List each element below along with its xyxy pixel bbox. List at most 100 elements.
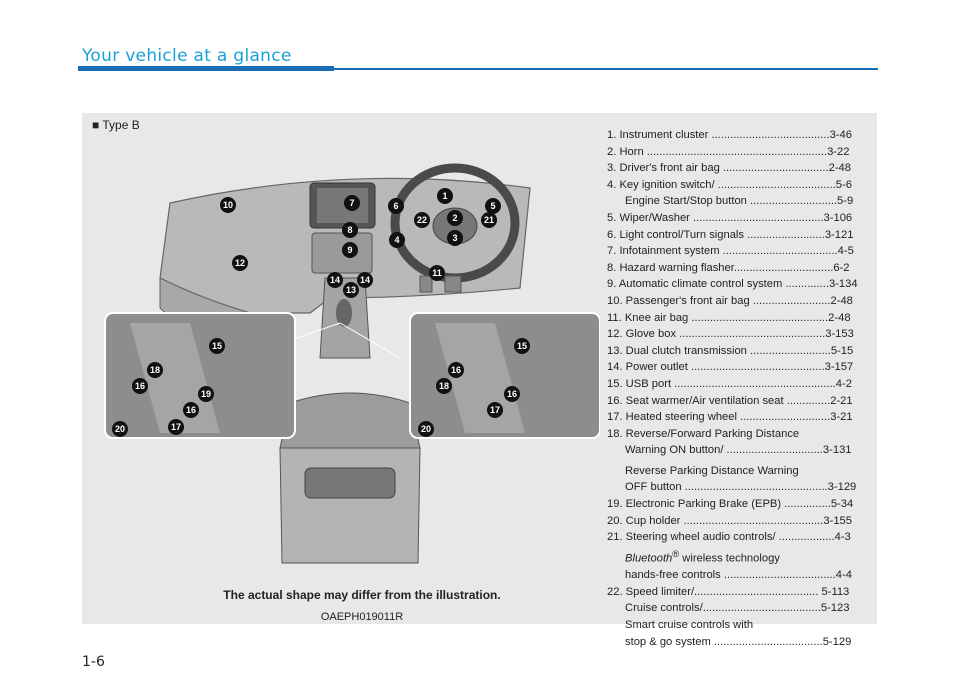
list-item-continuation: hands-free controls ....................… <box>625 569 852 582</box>
callout-2: 2 <box>447 210 463 226</box>
svg-text:20: 20 <box>421 424 431 434</box>
list-item: 7. Infotainment system .................… <box>607 245 854 258</box>
list-item: 2. Horn ................................… <box>607 145 850 158</box>
callout-4: 4 <box>389 232 405 248</box>
callout-5: 5 <box>485 198 501 214</box>
illustration-note: The actual shape may differ from the ill… <box>223 588 501 602</box>
svg-text:11: 11 <box>432 268 442 278</box>
callout-6: 6 <box>388 198 404 214</box>
list-item: 1. Instrument cluster ..................… <box>607 129 852 141</box>
list-item: 22. Speed limiter/......................… <box>607 585 850 598</box>
callout-3: 3 <box>447 230 463 246</box>
svg-text:3: 3 <box>452 233 457 243</box>
list-item: 9. Automatic climate control system ....… <box>607 278 858 291</box>
registered-mark: ® <box>672 548 680 559</box>
svg-text:16: 16 <box>451 365 461 375</box>
svg-text:16: 16 <box>507 389 517 399</box>
list-item-continuation: Cruise controls/........................… <box>625 602 850 615</box>
svg-text:1: 1 <box>442 191 447 201</box>
callout-21: 21 <box>481 212 497 228</box>
callout-16-right-a: 16 <box>448 362 464 378</box>
type-label: ■ Type B <box>92 118 140 132</box>
svg-text:13: 13 <box>346 285 356 295</box>
list-item: 3. Driver's front air bag ..............… <box>607 162 851 175</box>
svg-text:15: 15 <box>212 341 222 351</box>
svg-text:17: 17 <box>171 422 181 432</box>
callout-18-left: 18 <box>147 362 163 378</box>
list-item-continuation: Engine Start/Stop button ...............… <box>625 195 854 208</box>
list-item: 17. Heated steering wheel ..............… <box>607 411 853 424</box>
svg-text:16: 16 <box>135 381 145 391</box>
list-item: 16. Seat warmer/Air ventilation seat ...… <box>607 394 853 407</box>
svg-text:14: 14 <box>360 275 370 285</box>
list-item-continuation: Reverse Parking Distance Warning <box>625 464 799 477</box>
svg-text:18: 18 <box>150 365 160 375</box>
callout-11: 11 <box>429 265 445 281</box>
callout-14b: 14 <box>357 272 373 288</box>
list-item: 5. Wiper/Washer ........................… <box>607 211 853 224</box>
svg-text:17: 17 <box>490 405 500 415</box>
list-item: 14. Power outlet .......................… <box>607 361 854 374</box>
callout-20-right: 20 <box>418 421 434 437</box>
svg-text:8: 8 <box>347 225 352 235</box>
callout-9: 9 <box>342 242 358 258</box>
callout-17-right: 17 <box>487 402 503 418</box>
svg-text:22: 22 <box>417 215 427 225</box>
image-code: OAEPH019011R <box>320 611 404 623</box>
svg-text:7: 7 <box>349 198 354 208</box>
list-item: 15. USB port ...........................… <box>607 377 852 390</box>
dashboard-illustration: 1 2 3 4 5 6 7 8 9 10 11 12 13 14 14 21 2… <box>104 163 600 564</box>
list-item: 20. Cup holder .........................… <box>607 514 852 527</box>
page-number: 1-6 <box>82 654 105 670</box>
callout-10: 10 <box>220 197 236 213</box>
callout-16-left-b: 16 <box>183 402 199 418</box>
header-rule <box>334 68 878 70</box>
list-item-continuation: Warning ON button/ .....................… <box>625 444 852 457</box>
svg-text:12: 12 <box>235 258 245 268</box>
callout-15-left: 15 <box>209 338 225 354</box>
list-item-continuation: Smart cruise controls with <box>625 618 754 631</box>
svg-text:6: 6 <box>393 201 398 211</box>
callout-17-left: 17 <box>168 419 184 435</box>
callout-15-right: 15 <box>514 338 530 354</box>
list-item: 18. Reverse/Forward Parking Distance <box>607 427 800 440</box>
svg-text:9: 9 <box>347 245 352 255</box>
header-rule-accent <box>78 66 334 71</box>
list-item: 4. Key ignition switch/ ................… <box>607 178 852 191</box>
svg-text:20: 20 <box>115 424 125 434</box>
list-item: 6. Light control/Turn signals ..........… <box>607 228 854 241</box>
callout-22: 22 <box>414 212 430 228</box>
callout-19-left: 19 <box>198 386 214 402</box>
svg-text:21: 21 <box>484 215 494 225</box>
section-title: Your vehicle at a glance <box>82 46 292 66</box>
list-item-continuation: Bluetooth® wireless technology <box>607 546 869 567</box>
callout-8: 8 <box>342 222 358 238</box>
callout-14a: 14 <box>327 272 343 288</box>
svg-text:14: 14 <box>330 275 340 285</box>
list-item: 19. Electronic Parking Brake (EPB) .....… <box>607 498 854 511</box>
svg-text:15: 15 <box>517 341 527 351</box>
svg-text:10: 10 <box>223 200 233 210</box>
svg-text:4: 4 <box>394 235 399 245</box>
list-item: 21. Steering wheel audio controls/ .....… <box>607 531 851 544</box>
svg-text:5: 5 <box>490 201 495 211</box>
svg-text:16: 16 <box>186 405 196 415</box>
callout-18-right: 18 <box>436 378 452 394</box>
list-item: 13. Dual clutch transmission ...........… <box>607 344 854 357</box>
bluetooth-rest: wireless technology <box>679 552 780 565</box>
list-item-continuation: stop & go system .......................… <box>625 635 852 648</box>
callout-12: 12 <box>232 255 248 271</box>
component-list: 1. Instrument cluster ..................… <box>607 127 869 650</box>
svg-text:2: 2 <box>452 213 457 223</box>
callout-13: 13 <box>343 282 359 298</box>
callout-1: 1 <box>437 188 453 204</box>
bluetooth-text: Bluetooth <box>625 552 673 565</box>
list-item: 10. Passenger's front air bag ..........… <box>607 294 853 307</box>
list-item: 11. Knee air bag .......................… <box>607 311 851 324</box>
list-item: 8. Hazard warning flasher...............… <box>607 261 850 274</box>
list-item: 12. Glove box ..........................… <box>607 328 854 341</box>
svg-text:19: 19 <box>201 389 211 399</box>
callout-7: 7 <box>344 195 360 211</box>
list-item-continuation: OFF button .............................… <box>625 481 857 494</box>
svg-text:18: 18 <box>439 381 449 391</box>
